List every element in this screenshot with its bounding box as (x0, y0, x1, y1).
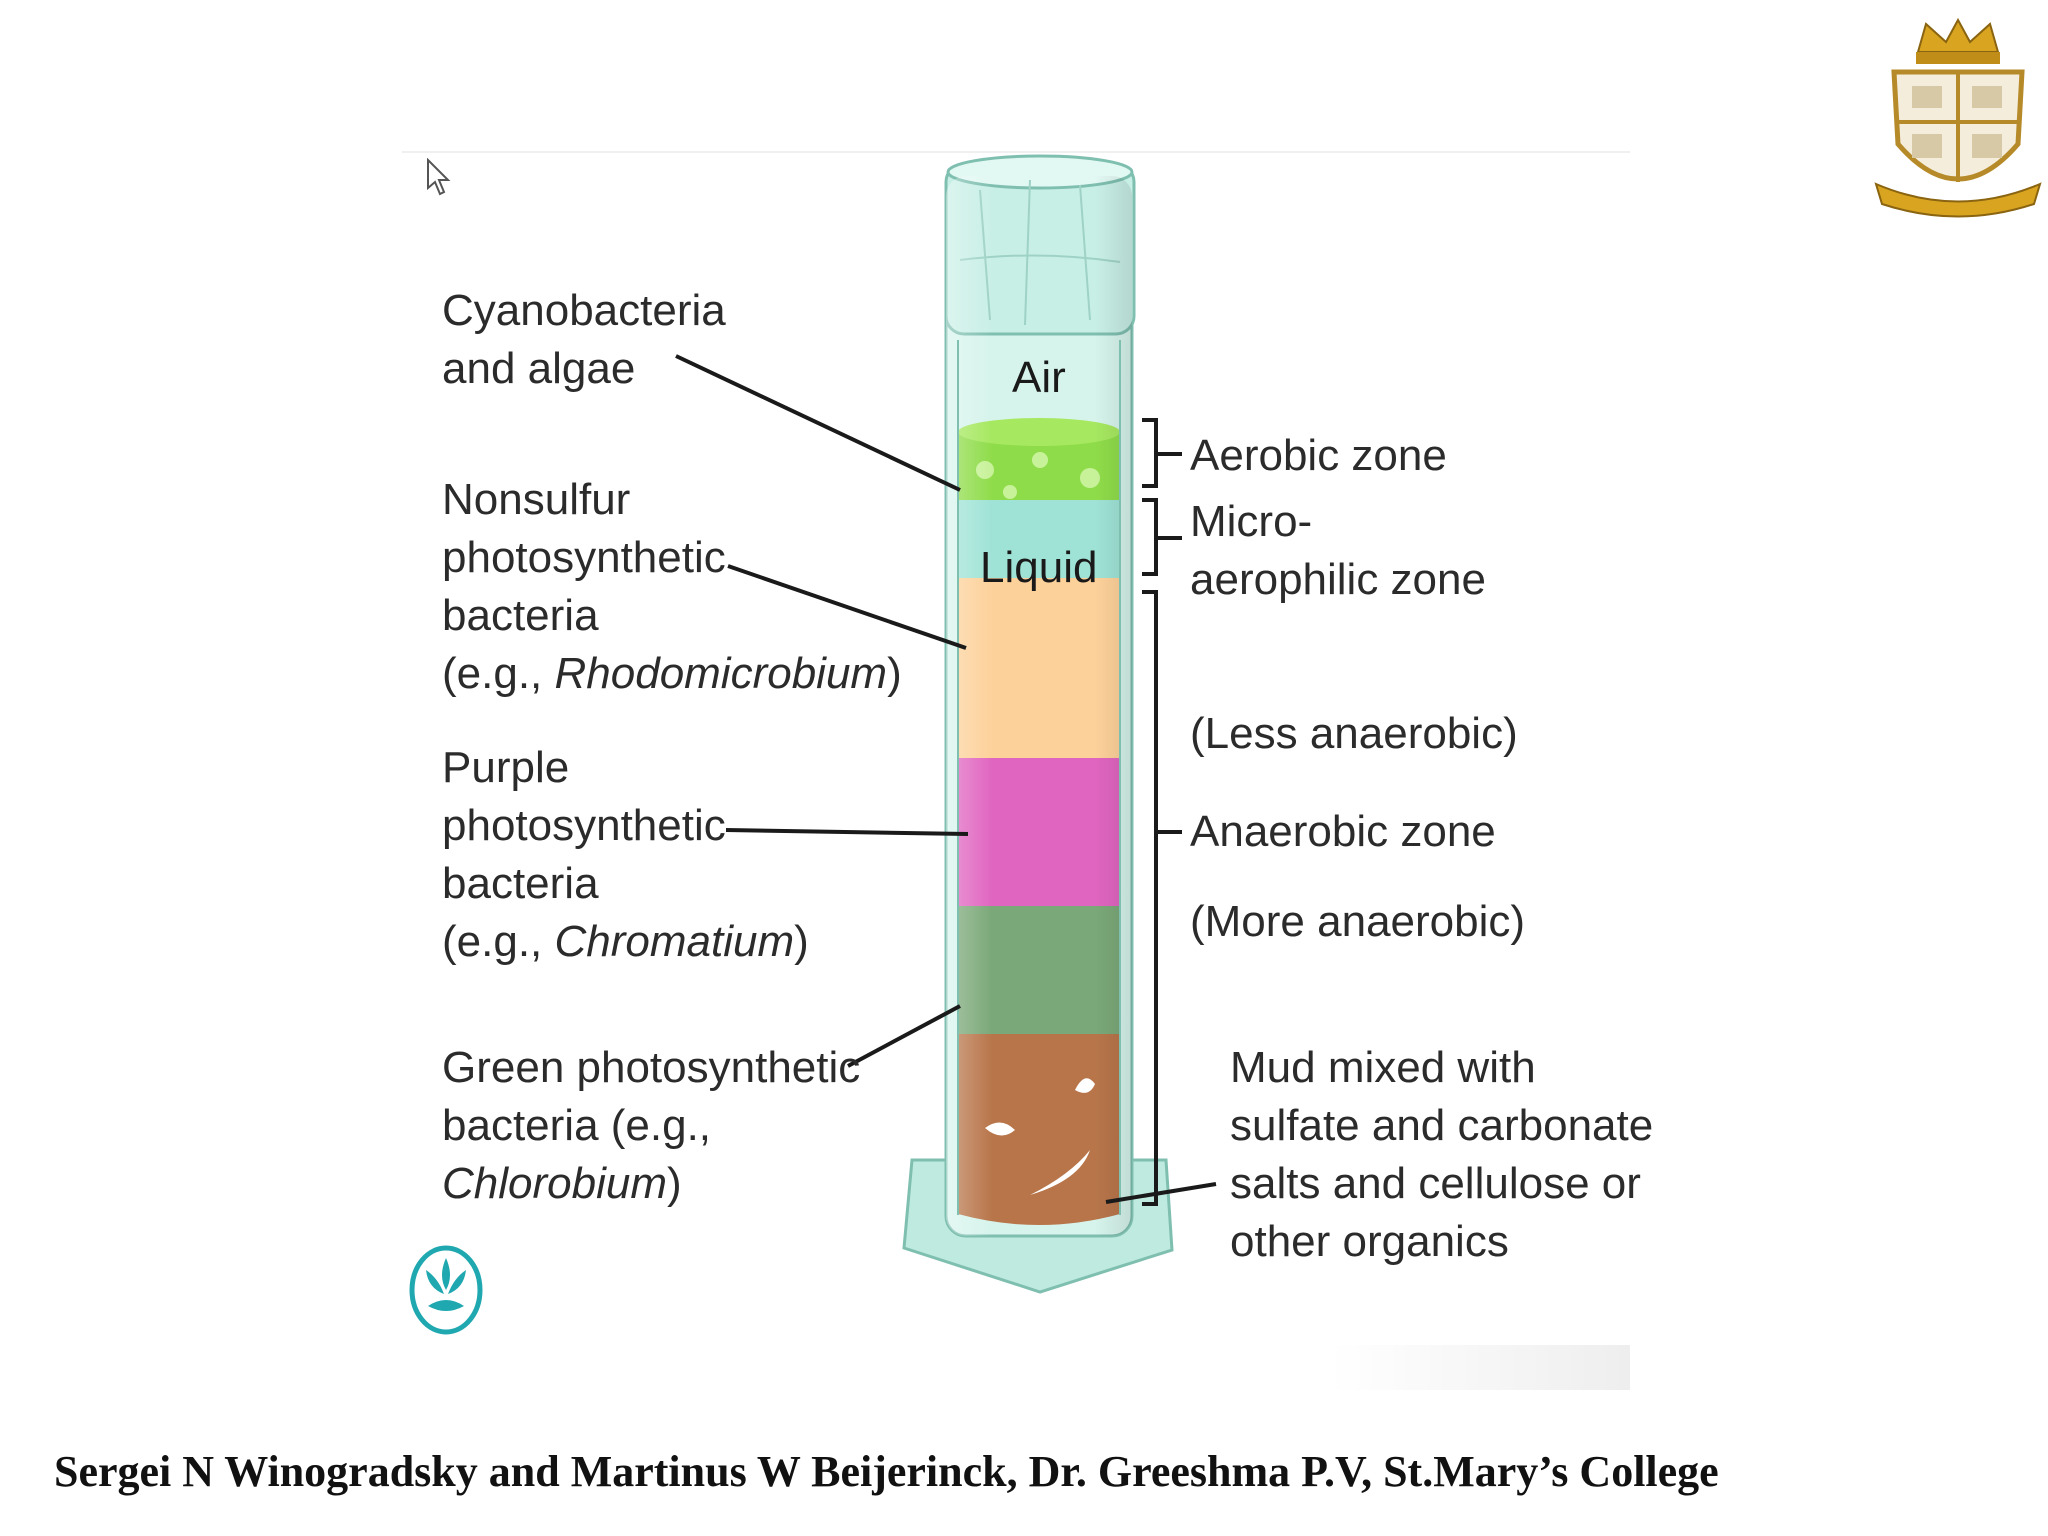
label-purple: Purple photosynthetic bacteria (442, 743, 738, 908)
label-cyanobacteria: Cyanobacteria and algae (442, 286, 738, 393)
footer-caption: Sergei N Winogradsky and Martinus W Beij… (54, 1447, 1719, 1496)
lotus-logo-icon (409, 1245, 483, 1335)
leader-lines (675, 354, 1217, 1206)
label-aerobic-zone: Aerobic zone (1190, 431, 1447, 480)
label-purple-example: (e.g., Chromatium) (442, 917, 809, 966)
liquid-label: Liquid (980, 543, 1097, 592)
label-green-example: Chlorobium) (442, 1159, 682, 1208)
label-nonsulfur: Nonsulfur photosynthetic bacteria (442, 475, 738, 640)
label-green: Green photosynthetic bacteria (e.g., (442, 1043, 873, 1150)
college-crest-icon (1874, 17, 2042, 218)
label-mud: Mud mixed with sulfate and carbonate sal… (1230, 1043, 1665, 1266)
label-microaerophilic-zone: Micro- aerophilic zone (1190, 497, 1486, 604)
label-anaerobic-zone: Anaerobic zone (1190, 807, 1496, 856)
air-label: Air (1012, 353, 1066, 402)
cursor-icon (427, 158, 451, 196)
label-nonsulfur-example: (e.g., Rhodomicrobium) (442, 649, 902, 698)
label-more-anaerobic: (More anaerobic) (1190, 897, 1525, 946)
label-less-anaerobic: (Less anaerobic) (1190, 709, 1518, 758)
